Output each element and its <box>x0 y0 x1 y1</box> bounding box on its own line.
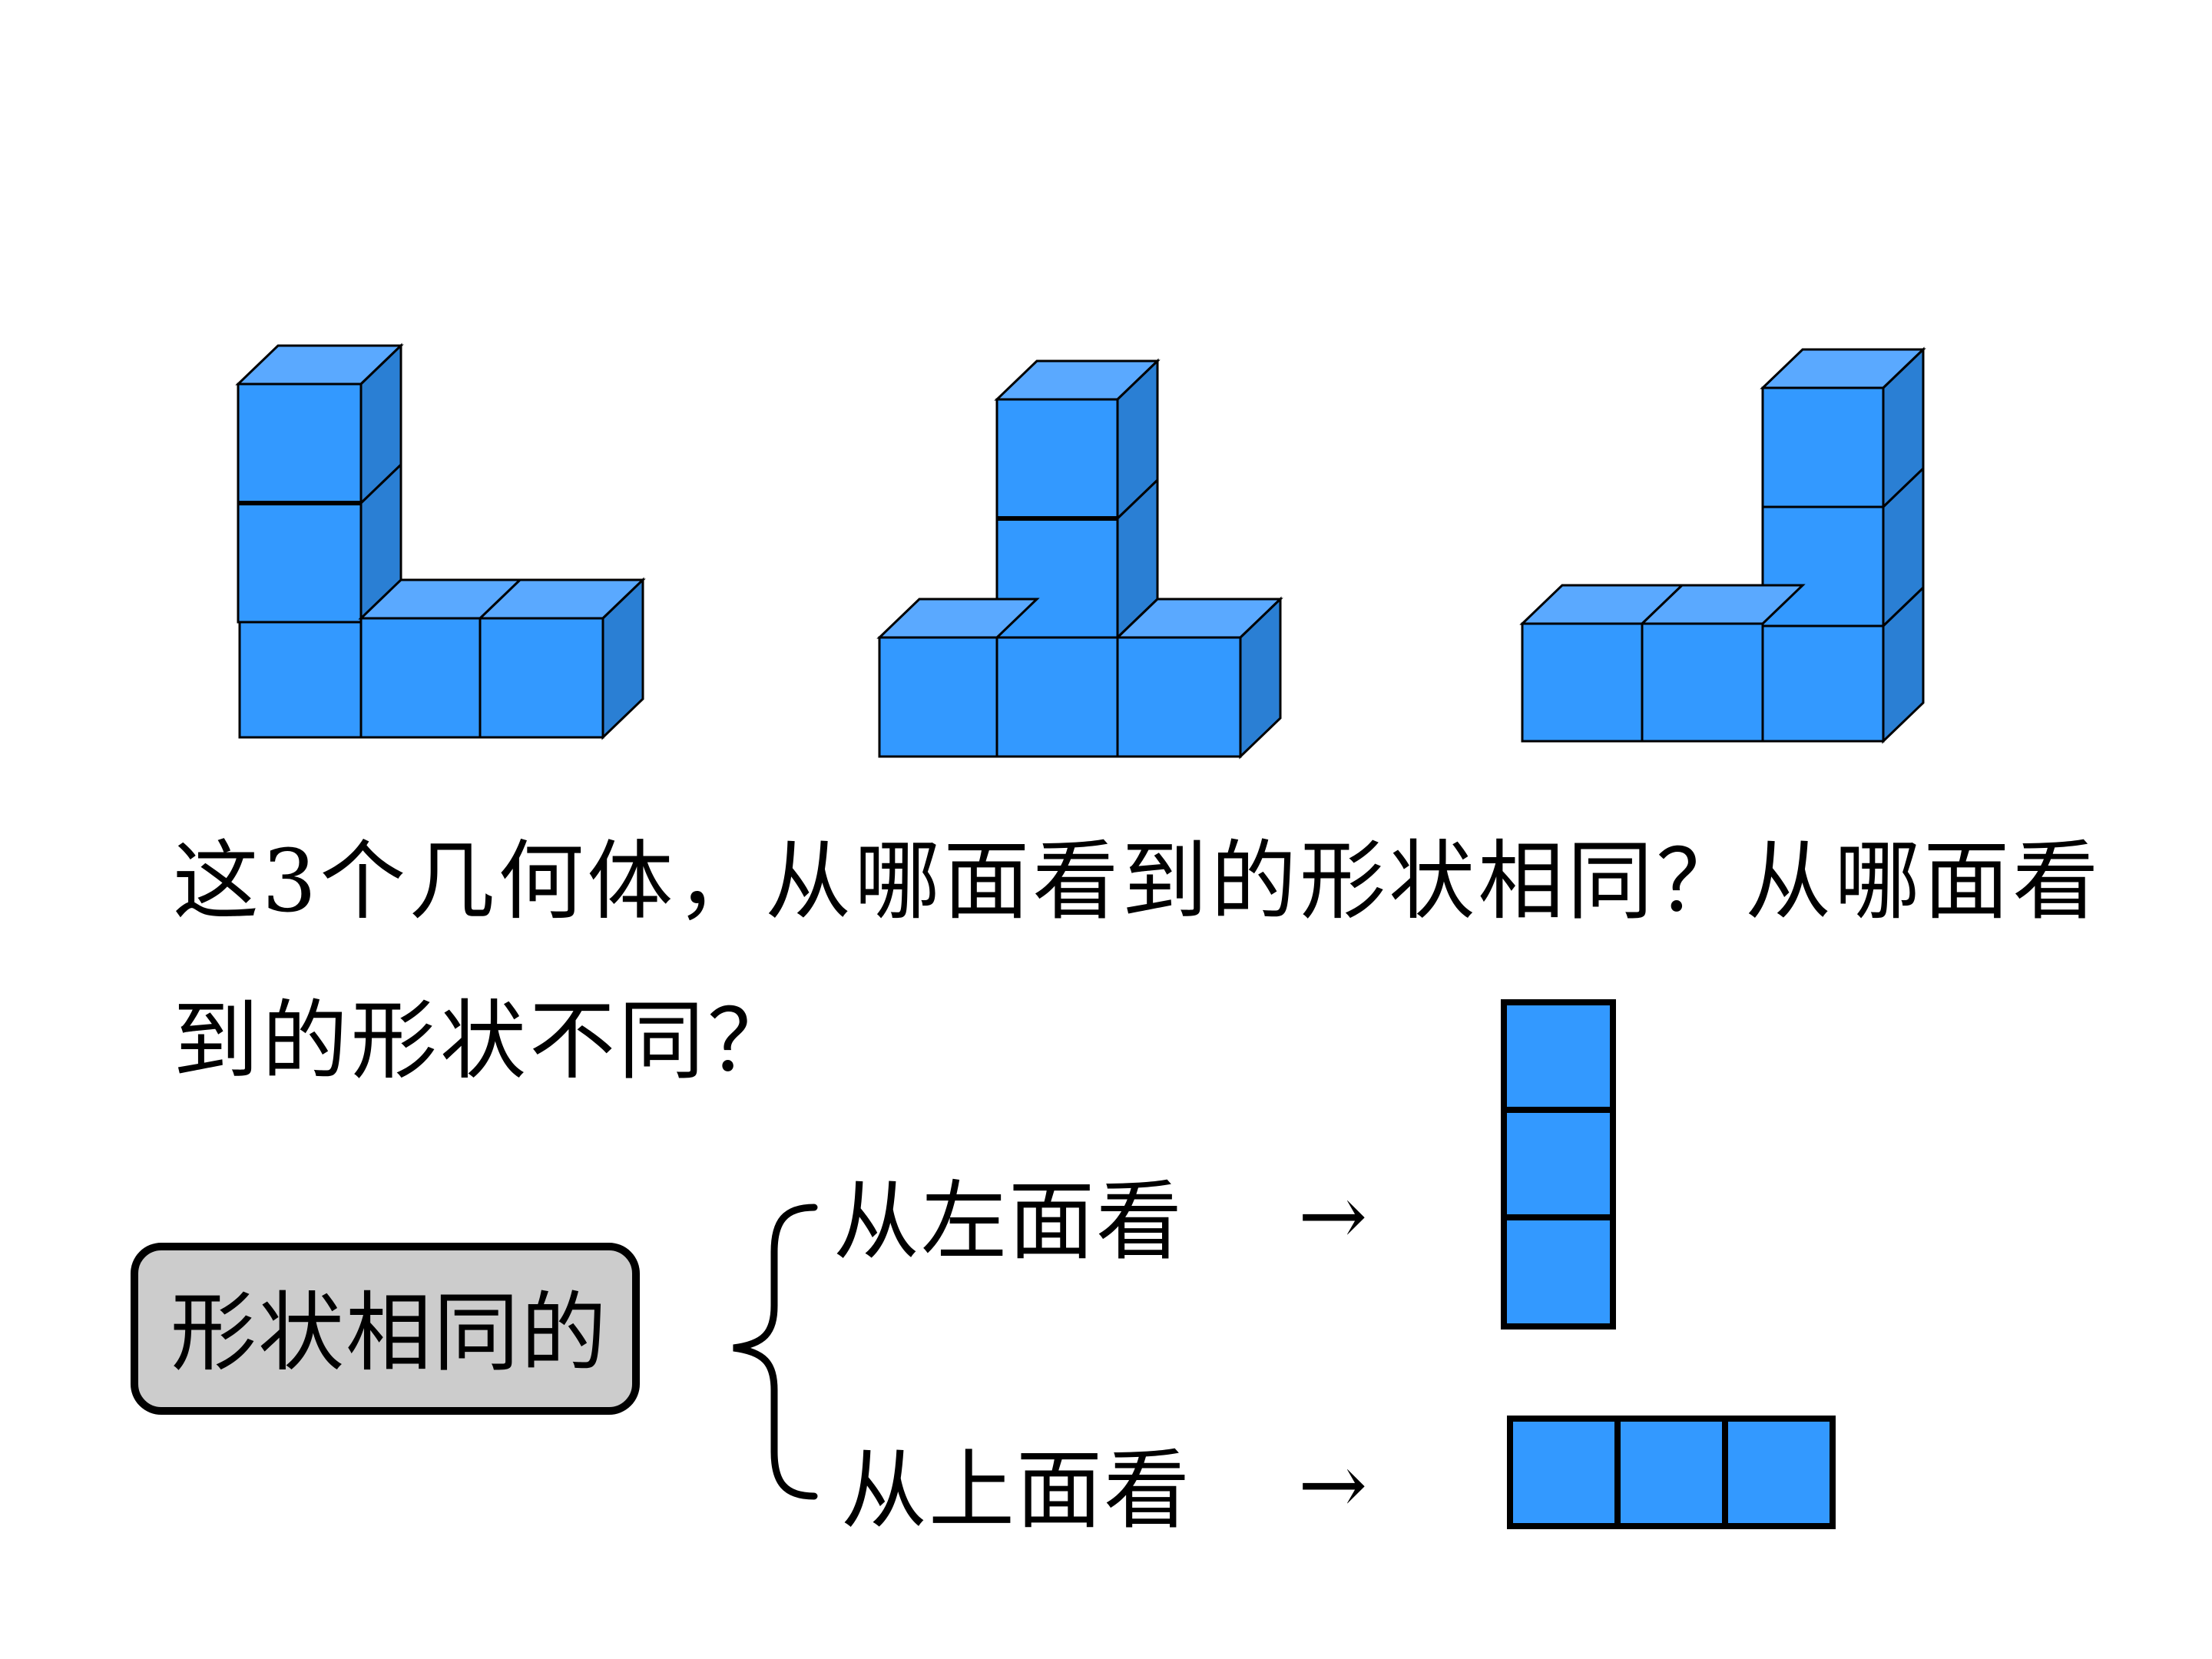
arrow-right-icon: → <box>1298 1437 1368 1533</box>
cube-solid-icon <box>235 343 404 506</box>
solid-reversed-l-shape <box>1519 346 1926 744</box>
same-shape-label: 形状相同的 <box>171 1283 608 1383</box>
cube-solid-icon <box>237 462 402 625</box>
solid-t-shape <box>876 358 1283 760</box>
question-text-line-1: 这3个几何体，从哪面看到的形状相同？从哪面看 <box>173 832 2102 932</box>
cube-solid-icon <box>876 598 1040 758</box>
left-view-label: 从左面看 <box>833 1172 1184 1272</box>
cube-solid-icon <box>1760 346 1926 510</box>
cube-solid-icon <box>1761 584 1925 744</box>
arrow-right-icon: → <box>1298 1168 1368 1264</box>
top-view-diagram <box>1507 1416 1836 1529</box>
solid-l-shape <box>235 343 646 740</box>
cube-solid-icon <box>1639 584 1806 743</box>
cube-solid-icon <box>994 358 1161 522</box>
top-view-label: 从上面看 <box>841 1441 1191 1541</box>
cube-solid-icon <box>238 621 363 739</box>
cube-solid-icon <box>477 577 646 740</box>
question-text-line-2: 到的形状不同？ <box>173 992 796 1091</box>
cube-solid-icon <box>995 636 1119 758</box>
left-view-diagram <box>1501 999 1616 1330</box>
cube-solid-icon <box>1114 596 1283 760</box>
cube-solid-icon <box>358 578 523 739</box>
same-shape-label-box <box>131 1243 640 1415</box>
cube-solid-icon <box>1761 465 1925 629</box>
brace-icon <box>733 1204 818 1500</box>
